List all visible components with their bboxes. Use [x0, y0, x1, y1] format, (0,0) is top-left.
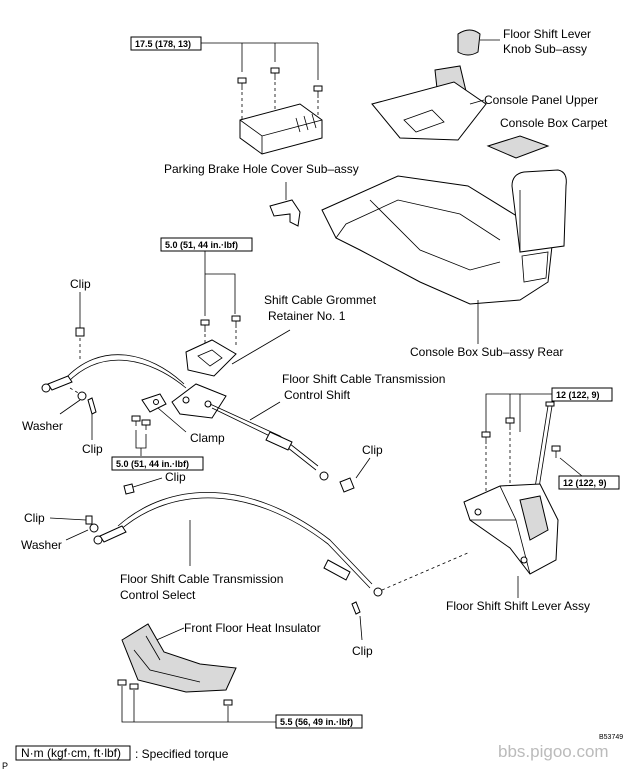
label-knob-line1: Floor Shift Lever — [503, 27, 591, 41]
legend-box — [15, 745, 131, 761]
parking-brake-hole-cover — [269, 182, 301, 227]
label-clamp: Clamp — [190, 431, 225, 445]
shift-knob — [457, 29, 500, 56]
torque-spec-retainer: 5.0 (51, 44 in.·lbf) — [165, 240, 238, 250]
shift-lever-housing-block — [239, 103, 323, 155]
shift-lever-assy — [463, 401, 559, 598]
console-box-rear — [321, 169, 567, 344]
label-shift-cable-grommet-line2: Retainer No. 1 — [268, 309, 346, 323]
label-shift-lever-assy: Floor Shift Shift Lever Assy — [446, 599, 590, 613]
clip-4-part — [123, 483, 135, 495]
torque-box-heat-insulator — [275, 714, 363, 729]
washer-2-part — [89, 523, 99, 533]
label-washer-2: Washer — [21, 538, 62, 552]
torque-group-shift-lever-b: 12 (122, 9) — [551, 445, 620, 490]
label-clip-5: Clip — [24, 511, 45, 525]
torque-spec-shift-lever-b: 12 (122, 9) — [563, 478, 607, 488]
clip-3-part — [339, 477, 355, 493]
label-console-box-rear: Console Box Sub–assy Rear — [410, 345, 563, 359]
clamp-part — [141, 393, 167, 413]
clip-2-part — [87, 397, 97, 415]
label-cable-control-select-line1: Floor Shift Cable Transmission — [120, 572, 283, 586]
torque-group-heat-insulator: 5.5 (56, 49 in.·lbf) — [117, 679, 363, 729]
label-cable-control-shift-line2: Control Shift — [284, 388, 351, 402]
torque-spec-clamp: 5.0 (51, 44 in.·lbf) — [116, 459, 189, 469]
label-cable-control-select-line2: Control Select — [120, 588, 196, 602]
torque-spec-top: 17.5 (178, 13) — [135, 39, 191, 49]
torque-box-shift-lever-b — [558, 475, 620, 490]
torque-spec-shift-lever-a: 12 (122, 9) — [556, 390, 600, 400]
torque-group-clamp: 5.0 (51, 44 in.·lbf) — [111, 415, 204, 471]
cable-control-shift — [41, 354, 329, 481]
label-console-panel-upper: Console Panel Upper — [484, 93, 598, 107]
label-clip-3: Clip — [362, 443, 383, 457]
diagram-code: B53749 — [599, 734, 623, 741]
torque-group-retainer: 5.0 (51, 44 in.·lbf) — [160, 237, 253, 348]
torque-group-shift-lever-a: 12 (122, 9) — [481, 387, 613, 496]
torque-box-retainer — [160, 237, 253, 252]
console-panel-upper — [371, 65, 487, 141]
cable-control-select — [93, 492, 471, 597]
torque-box-top — [130, 36, 202, 51]
legend-meaning: : Specified torque — [135, 747, 229, 761]
label-parking-brake-hole-cover: Parking Brake Hole Cover Sub–assy — [164, 162, 359, 176]
watermark: bbs.pigoo.com — [498, 742, 609, 761]
torque-legend: N·m (kgf·cm, ft·lbf) : Specified torque — [15, 745, 229, 761]
shift-cable-grommet-retainer — [171, 339, 237, 419]
torque-spec-heat-insulator: 5.5 (56, 49 in.·lbf) — [280, 717, 353, 727]
label-cable-control-shift-line1: Floor Shift Cable Transmission — [282, 372, 445, 386]
label-washer-1: Washer — [22, 419, 63, 433]
label-clip-2: Clip — [82, 442, 103, 456]
torque-group-top: 17.5 (178, 13) — [130, 36, 319, 80]
torque-box-clamp — [111, 456, 204, 471]
washer-1-part — [77, 391, 87, 401]
label-heat-insulator: Front Floor Heat Insulator — [184, 621, 321, 635]
label-clip-6: Clip — [352, 644, 373, 658]
label-shift-cable-grommet-line1: Shift Cable Grommet — [264, 293, 377, 307]
top-bolts — [237, 67, 323, 132]
console-box-carpet — [486, 135, 550, 159]
torque-box-shift-lever-a — [551, 387, 613, 402]
front-floor-heat-insulator — [121, 623, 237, 693]
label-clip-4: Clip — [165, 470, 186, 484]
clip-1-part — [75, 327, 85, 337]
page-mark: P — [2, 761, 8, 771]
label-knob-line2: Knob Sub–assy — [503, 42, 587, 56]
clip-6-part — [351, 601, 361, 615]
legend-unit: N·m (kgf·cm, ft·lbf) — [21, 746, 121, 760]
clip-5-part — [85, 515, 93, 525]
label-clip-1: Clip — [70, 277, 91, 291]
label-console-box-carpet: Console Box Carpet — [500, 116, 608, 130]
